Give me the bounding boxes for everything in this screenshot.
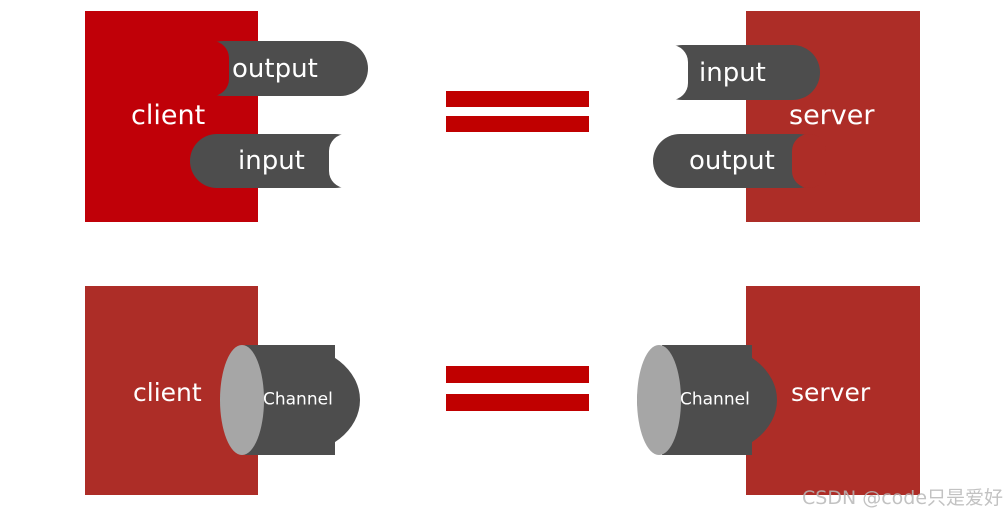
top-server-output-pill: output [653,134,826,188]
top-client-input-pill: input [190,134,363,188]
client-channel-cylinder: Channel [220,345,360,455]
server-channel-label: Channel [680,389,750,410]
bottom-equals-bar-1 [446,366,589,383]
top-equals-bar-1 [446,91,589,107]
top-client-label: client [131,100,206,131]
server-channel-cylinder: Channel [637,345,777,455]
top-server-label: server [789,100,875,131]
top-client-output-label: output [232,53,318,84]
server-output-pill-right-notch [792,134,826,188]
input-pill-right-notch [329,134,363,188]
client-channel-open-end [220,345,264,455]
bottom-server-label: server [791,378,871,407]
output-pill-left-notch [195,41,229,96]
top-client-input-label: input [238,146,305,176]
top-server-input-pill: input [654,45,820,100]
server-input-pill-left-notch [654,45,688,100]
client-channel-label: Channel [263,389,333,410]
bottom-client-label: client [133,378,202,407]
csdn-watermark: CSDN @code只是爱好 [802,487,1004,509]
bottom-equals-symbol [446,366,589,411]
bottom-equals-bar-2 [446,394,589,411]
top-client-output-pill: output [195,41,368,96]
top-server-input-label: input [699,57,766,88]
top-equals-bar-2 [446,116,589,132]
top-server-output-label: output [689,146,775,176]
server-channel-open-end [637,345,681,455]
top-equals-symbol [446,91,589,132]
